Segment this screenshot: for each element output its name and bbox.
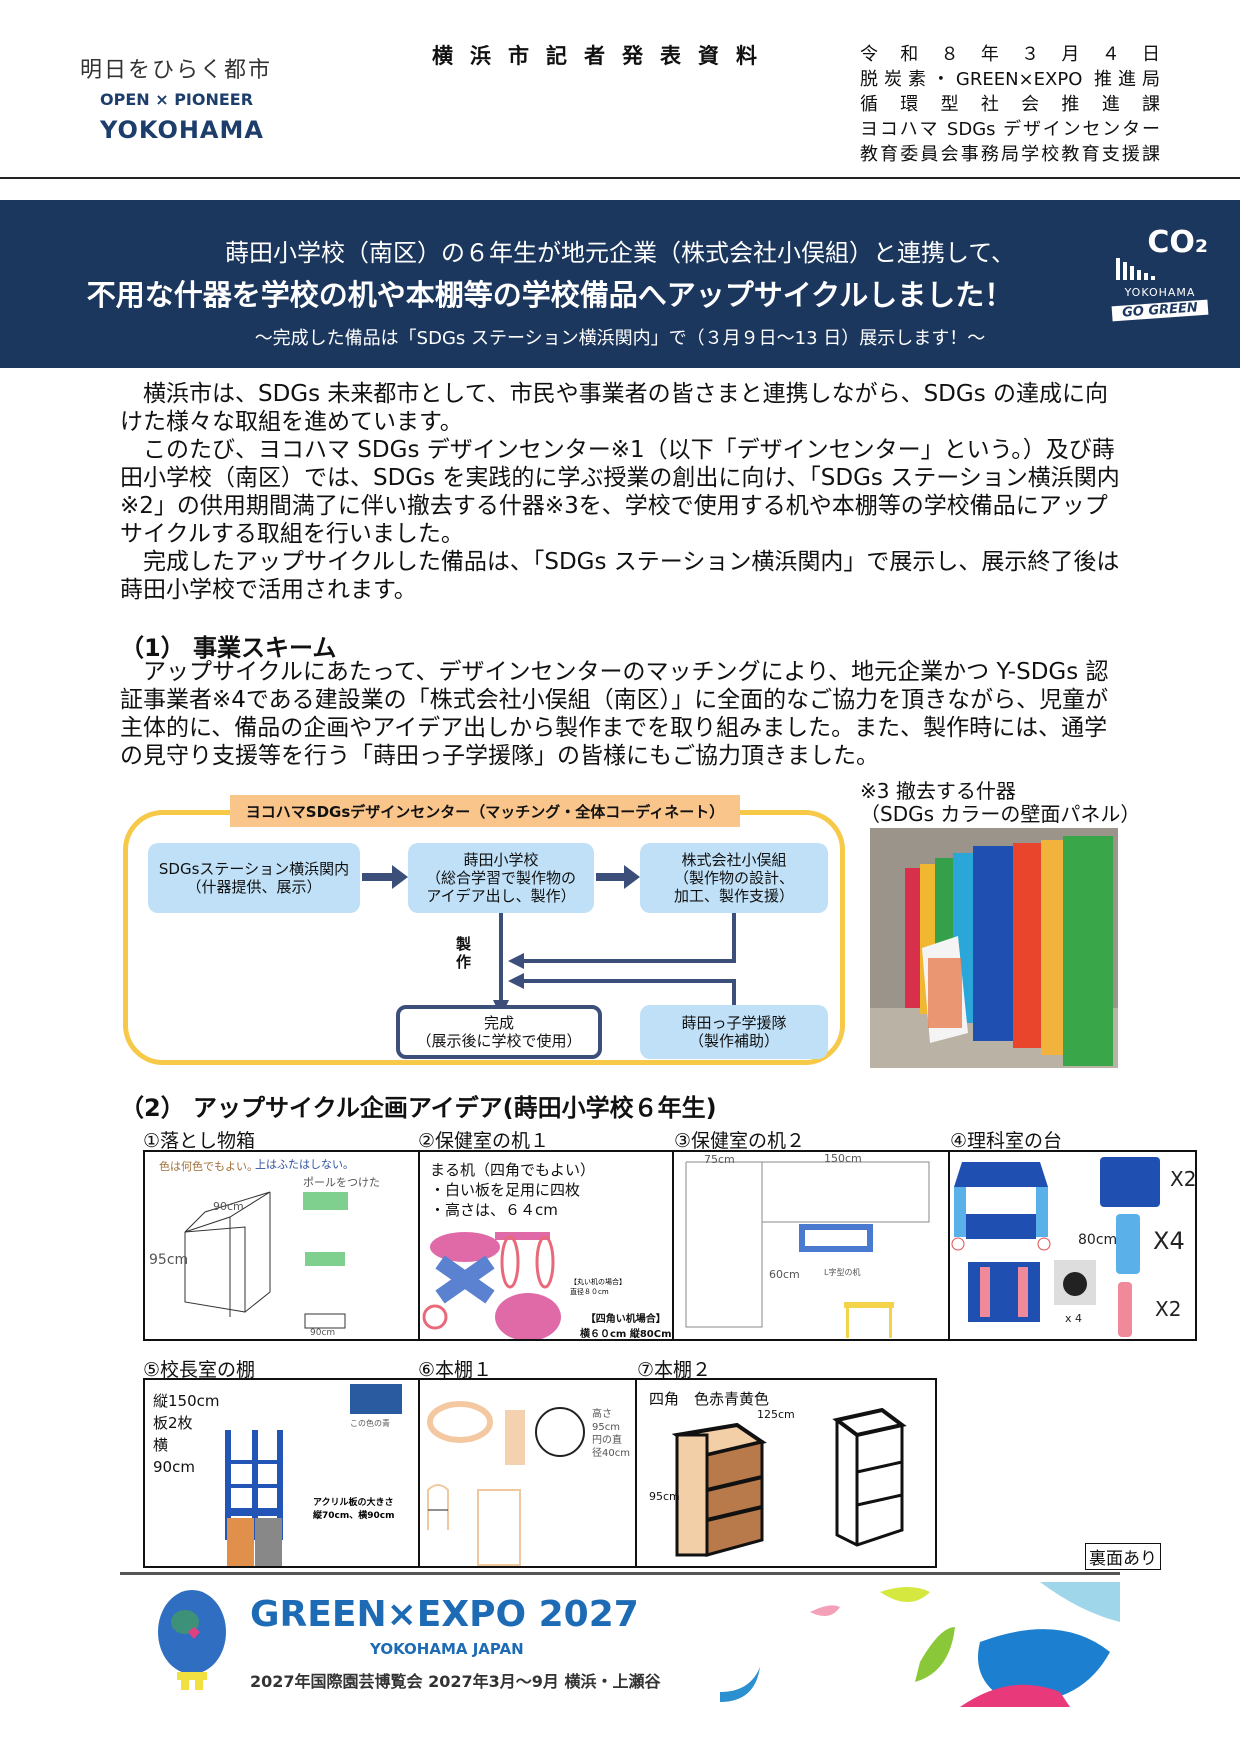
school-box: 蒔田小学校（総合学習で製作物のアイデア出し、製作） bbox=[408, 843, 594, 913]
box-drawing bbox=[184, 1191, 348, 1329]
shelf-drawing bbox=[225, 1384, 402, 1566]
expo-graphic-ribbons bbox=[720, 1582, 1120, 1707]
co2-text: CO₂ bbox=[1147, 225, 1208, 260]
intro-paragraph: 横浜市は、SDGs 未来都市として、市民や事業者の皆さまと連携しながら、SDGs… bbox=[120, 381, 1109, 435]
sketch-note: 75cm bbox=[704, 1153, 735, 1166]
sketch-note: X2 bbox=[1155, 1297, 1182, 1321]
press-release-title: 横浜市記者発表資料 bbox=[432, 44, 774, 68]
expo-subtitle: YOKOHAMA JAPAN bbox=[370, 1640, 524, 1658]
header-divider bbox=[0, 177, 1240, 179]
banner-line1: 蒔田小学校（南区）の６年生が地元企業（株式会社小俣組）と連携して、 bbox=[224, 239, 1016, 267]
sketch-note: 80cm bbox=[1078, 1232, 1118, 1248]
sketch-note: X4 bbox=[1153, 1227, 1185, 1255]
square-desk-note: 【四角い机場合】横６０cm 縦80Cm bbox=[580, 1314, 672, 1340]
idea-label: ④理科室の台 bbox=[950, 1130, 1063, 1152]
intro-paragraph: 完成したアップサイクルした備品は、「SDGs ステーション横浜関内」で展示し、展… bbox=[120, 549, 1120, 603]
idea-label: ②保健室の机１ bbox=[418, 1130, 550, 1152]
sketch-note: ポールをつけた bbox=[303, 1176, 380, 1189]
idea-label: ⑦本棚２ bbox=[637, 1359, 712, 1381]
sketch-infirmary-desk-2: 75cm 150cm 60cm L字型の机 bbox=[672, 1150, 950, 1341]
support-box: 蒔田っ子学援隊（製作補助） bbox=[640, 1005, 828, 1059]
bookshelf1-drawing bbox=[427, 1401, 585, 1566]
logo-tagline: 明日をひらく都市 bbox=[80, 58, 273, 83]
bookshelf2-drawing bbox=[671, 1407, 907, 1557]
badge-city: YOKOHAMA bbox=[1124, 286, 1196, 299]
department: 教育委員会事務局学校教育支援課 bbox=[860, 144, 1160, 165]
logo-open-pioneer: OPEN × PIONEER bbox=[100, 90, 254, 109]
sketch-note: 90cm bbox=[213, 1200, 244, 1213]
banner-subtitle: ～完成した備品は「SDGs ステーション横浜関内」で（３月９日～13 日）展示し… bbox=[254, 328, 986, 349]
panel-photo bbox=[870, 828, 1118, 1068]
back-page-note: 裏面あり bbox=[1085, 1543, 1161, 1570]
sketch-bookshelf-2: 四角 色赤青黄色 125cm 95cm bbox=[635, 1378, 937, 1568]
intro-text: 横浜市は、SDGs 未来都市として、市民や事業者の皆さまと連携しながら、SDGs… bbox=[120, 380, 1120, 604]
issuer-block: 令和８年３月４日 脱炭素・GREEN×EXPO 推進局 循環型社会推進課 ヨコハ… bbox=[860, 42, 1160, 167]
table-drawing bbox=[951, 1157, 1160, 1337]
station-box: SDGsステーション横浜関内（什器提供、展示） bbox=[148, 843, 360, 913]
round-desk-note: 【丸い机の場合】直径８０cm bbox=[570, 1278, 626, 1296]
title-banner: 蒔田小学校（南区）の６年生が地元企業（株式会社小俣組）と連携して、 不用な什器を… bbox=[0, 200, 1240, 368]
completion-box: 完成（展示後に学校で使用） bbox=[396, 1005, 602, 1059]
department: 循環型社会推進課 bbox=[860, 94, 1160, 115]
expo-description: 2027年国際園芸博覧会 2027年3月～9月 横浜・上瀬谷 bbox=[250, 1672, 661, 1691]
idea-label: ⑤校長室の棚 bbox=[143, 1359, 256, 1381]
scheme-diagram: ヨコハマSDGsデザインセンター（マッチング・全体コーディネート） SDGsステ… bbox=[120, 785, 850, 1070]
make-label: 製作 bbox=[456, 935, 472, 971]
logo-yokohama: YOKOHAMA bbox=[100, 116, 264, 144]
footer-divider bbox=[120, 1572, 1120, 1575]
section1-paragraph: アップサイクルにあたって、デザインセンターのマッチングにより、地元企業かつ Y-… bbox=[120, 659, 1109, 769]
sketch-note: 色は何色でもよい。 bbox=[159, 1160, 258, 1173]
sketch-note: 95cm bbox=[649, 1490, 680, 1503]
design-center-label: ヨコハマSDGsデザインセンター（マッチング・全体コーディネート） bbox=[230, 795, 740, 827]
sketch-lost-and-found-box: 色は何色でもよい。 上はふたはしない。 ポールをつけた 90cm 95cm 90… bbox=[143, 1150, 420, 1341]
sketch-note: L字型の机 bbox=[824, 1268, 861, 1277]
sketch-science-table: X2 X4 X2 x 4 80cm bbox=[948, 1150, 1197, 1341]
release-date: 令和８年３月４日 bbox=[860, 44, 1160, 65]
sketch-note: 150cm bbox=[824, 1152, 862, 1165]
section1-heading: （1） 事業スキーム bbox=[120, 634, 337, 662]
photo-caption: ※3 撤去する什器（SDGs カラーの壁面パネル） bbox=[860, 779, 1141, 826]
sdgs-panels-image bbox=[870, 828, 1118, 1068]
bookshelf2-spec: 四角 色赤青黄色 bbox=[649, 1390, 770, 1408]
expo-mascot-icon bbox=[158, 1590, 226, 1690]
sketch-note: 95cm bbox=[149, 1252, 189, 1268]
banner-headline: 不用な什器を学校の机や本棚等の学校備品へアップサイクルしました！ bbox=[86, 278, 1014, 312]
company-box: 株式会社小俣組（製作物の設計、加工、製作支援） bbox=[640, 843, 828, 913]
section2-heading: （2） アップサイクル企画アイデア(蒔田小学校６年生) bbox=[120, 1094, 717, 1122]
expo-title: GREEN×EXPO 2027 bbox=[250, 1594, 639, 1635]
section1-text: アップサイクルにあたって、デザインセンターのマッチングにより、地元企業かつ Y-… bbox=[120, 658, 1120, 770]
bars-icon bbox=[1116, 258, 1155, 280]
department: 脱炭素・GREEN×EXPO 推進局 bbox=[860, 69, 1160, 90]
idea-label: ③保健室の机２ bbox=[674, 1130, 806, 1152]
idea-label: ①落とし物箱 bbox=[143, 1130, 256, 1152]
green-expo-banner: GREEN×EXPO 2027 YOKOHAMA JAPAN 2027年国際園芸… bbox=[140, 1582, 1120, 1707]
sketch-note: x 4 bbox=[1065, 1312, 1083, 1325]
sketch-note: 60cm bbox=[769, 1268, 800, 1281]
badge-slogan: GO GREEN bbox=[1111, 299, 1209, 322]
sketch-infirmary-desk-1: まる机（四角でもよい）・白い板を足用に四枚・高さは、６４cm 【丸い机の場合】直… bbox=[418, 1150, 674, 1341]
l-desk-drawing bbox=[685, 1161, 930, 1338]
desk1-spec: まる机（四角でもよい）・白い板を足用に四枚・高さは、６４cm bbox=[430, 1161, 596, 1219]
sketch-note: X2 bbox=[1170, 1167, 1197, 1191]
acrylic-note: アクリル板の大きさ縦70cm、横90cm bbox=[313, 1498, 395, 1521]
idea-label: ⑥本棚１ bbox=[418, 1359, 493, 1381]
sketch-note: 125cm bbox=[757, 1408, 795, 1421]
sketch-note: この色の青 bbox=[350, 1419, 390, 1428]
department: ヨコハマ SDGs デザインセンター bbox=[860, 119, 1160, 140]
sketch-note: 90cm bbox=[310, 1328, 336, 1338]
intro-paragraph: このたび、ヨコハマ SDGs デザインセンター※1（以下「デザインセンター」とい… bbox=[120, 437, 1120, 547]
go-green-badge: CO₂ YOKOHAMA GO GREEN bbox=[1111, 225, 1209, 332]
sketch-note: 上はふたはしない。 bbox=[255, 1158, 354, 1171]
desk-drawing bbox=[422, 1232, 561, 1339]
